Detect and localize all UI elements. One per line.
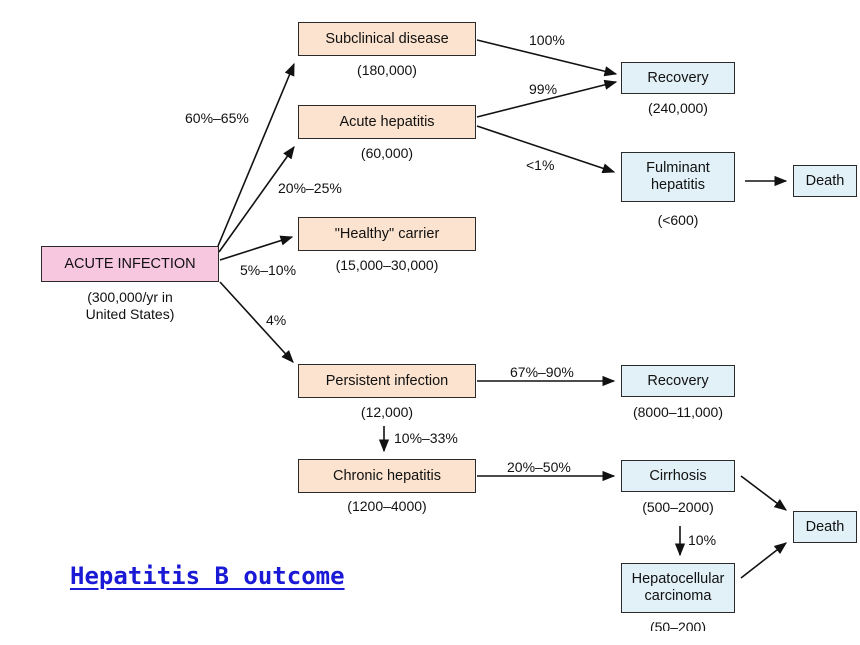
- node-death-2: Death: [793, 511, 857, 543]
- edge-label-to-acute-hepatitis: 20%–25%: [278, 180, 342, 196]
- arrow-cirrhosis-death: [740, 475, 788, 511]
- arrow-to-acute-hepatitis: [218, 145, 295, 253]
- carrier-count: (15,000–30,000): [335, 257, 439, 273]
- edge-label-subclinical-recovery: 100%: [529, 32, 565, 48]
- arrow-subclinical-recovery: [476, 39, 618, 77]
- edge-label-to-subclinical: 60%–65%: [185, 110, 249, 126]
- chronic-count: (1200–4000): [347, 498, 427, 514]
- node-subclinical-disease: Subclinical disease: [298, 22, 476, 56]
- hcc-count: (50–200): [649, 619, 707, 631]
- slide-title: Hepatitis B outcome: [70, 562, 345, 590]
- node-acute-hepatitis: Acute hepatitis: [298, 105, 476, 139]
- edge-label-persistent-recovery: 67%–90%: [510, 364, 574, 380]
- node-cirrhosis: Cirrhosis: [621, 460, 735, 492]
- subclinical-count: (180,000): [357, 62, 417, 78]
- edge-label-acute-fulminant: <1%: [526, 157, 555, 173]
- node-recovery-2: Recovery: [621, 365, 735, 397]
- arrow-to-persistent: [219, 281, 294, 363]
- arrow-hcc-death: [740, 542, 788, 579]
- arrow-acute-recovery: [476, 79, 618, 118]
- edge-label-chronic-cirrhosis: 20%–50%: [507, 459, 571, 475]
- node-recovery-1: Recovery: [621, 62, 735, 94]
- acute-hepatitis-count: (60,000): [360, 145, 414, 161]
- persistent-count: (12,000): [360, 404, 414, 420]
- node-healthy-carrier: "Healthy" carrier: [298, 217, 476, 251]
- fulminant-count: (<600): [657, 212, 699, 228]
- node-death-1: Death: [793, 165, 857, 197]
- arrow-acute-fulminant: [476, 125, 616, 174]
- recovery-1-count: (240,000): [648, 100, 708, 116]
- node-acute-infection: ACUTE INFECTION: [41, 246, 219, 282]
- acute-infection-count: (300,000/yr in United States): [85, 289, 175, 322]
- edge-label-cirrhosis-hcc: 10%: [688, 532, 717, 548]
- edge-label-to-carrier: 5%–10%: [240, 262, 297, 278]
- edge-label-to-persistent: 4%: [266, 312, 287, 328]
- arrow-to-carrier: [219, 235, 294, 261]
- arrow-to-subclinical: [217, 62, 295, 247]
- edge-label-acute-recovery: 99%: [529, 81, 558, 97]
- node-fulminant-hepatitis: Fulminant hepatitis: [621, 152, 735, 202]
- node-chronic-hepatitis: Chronic hepatitis: [298, 459, 476, 493]
- recovery-2-count: (8000–11,000): [632, 404, 724, 420]
- edge-label-persistent-chronic: 10%–33%: [394, 430, 458, 446]
- node-persistent-infection: Persistent infection: [298, 364, 476, 398]
- node-hepatocellular-carcinoma: Hepatocellular carcinoma: [621, 563, 735, 613]
- cirrhosis-count: (500–2000): [642, 499, 714, 515]
